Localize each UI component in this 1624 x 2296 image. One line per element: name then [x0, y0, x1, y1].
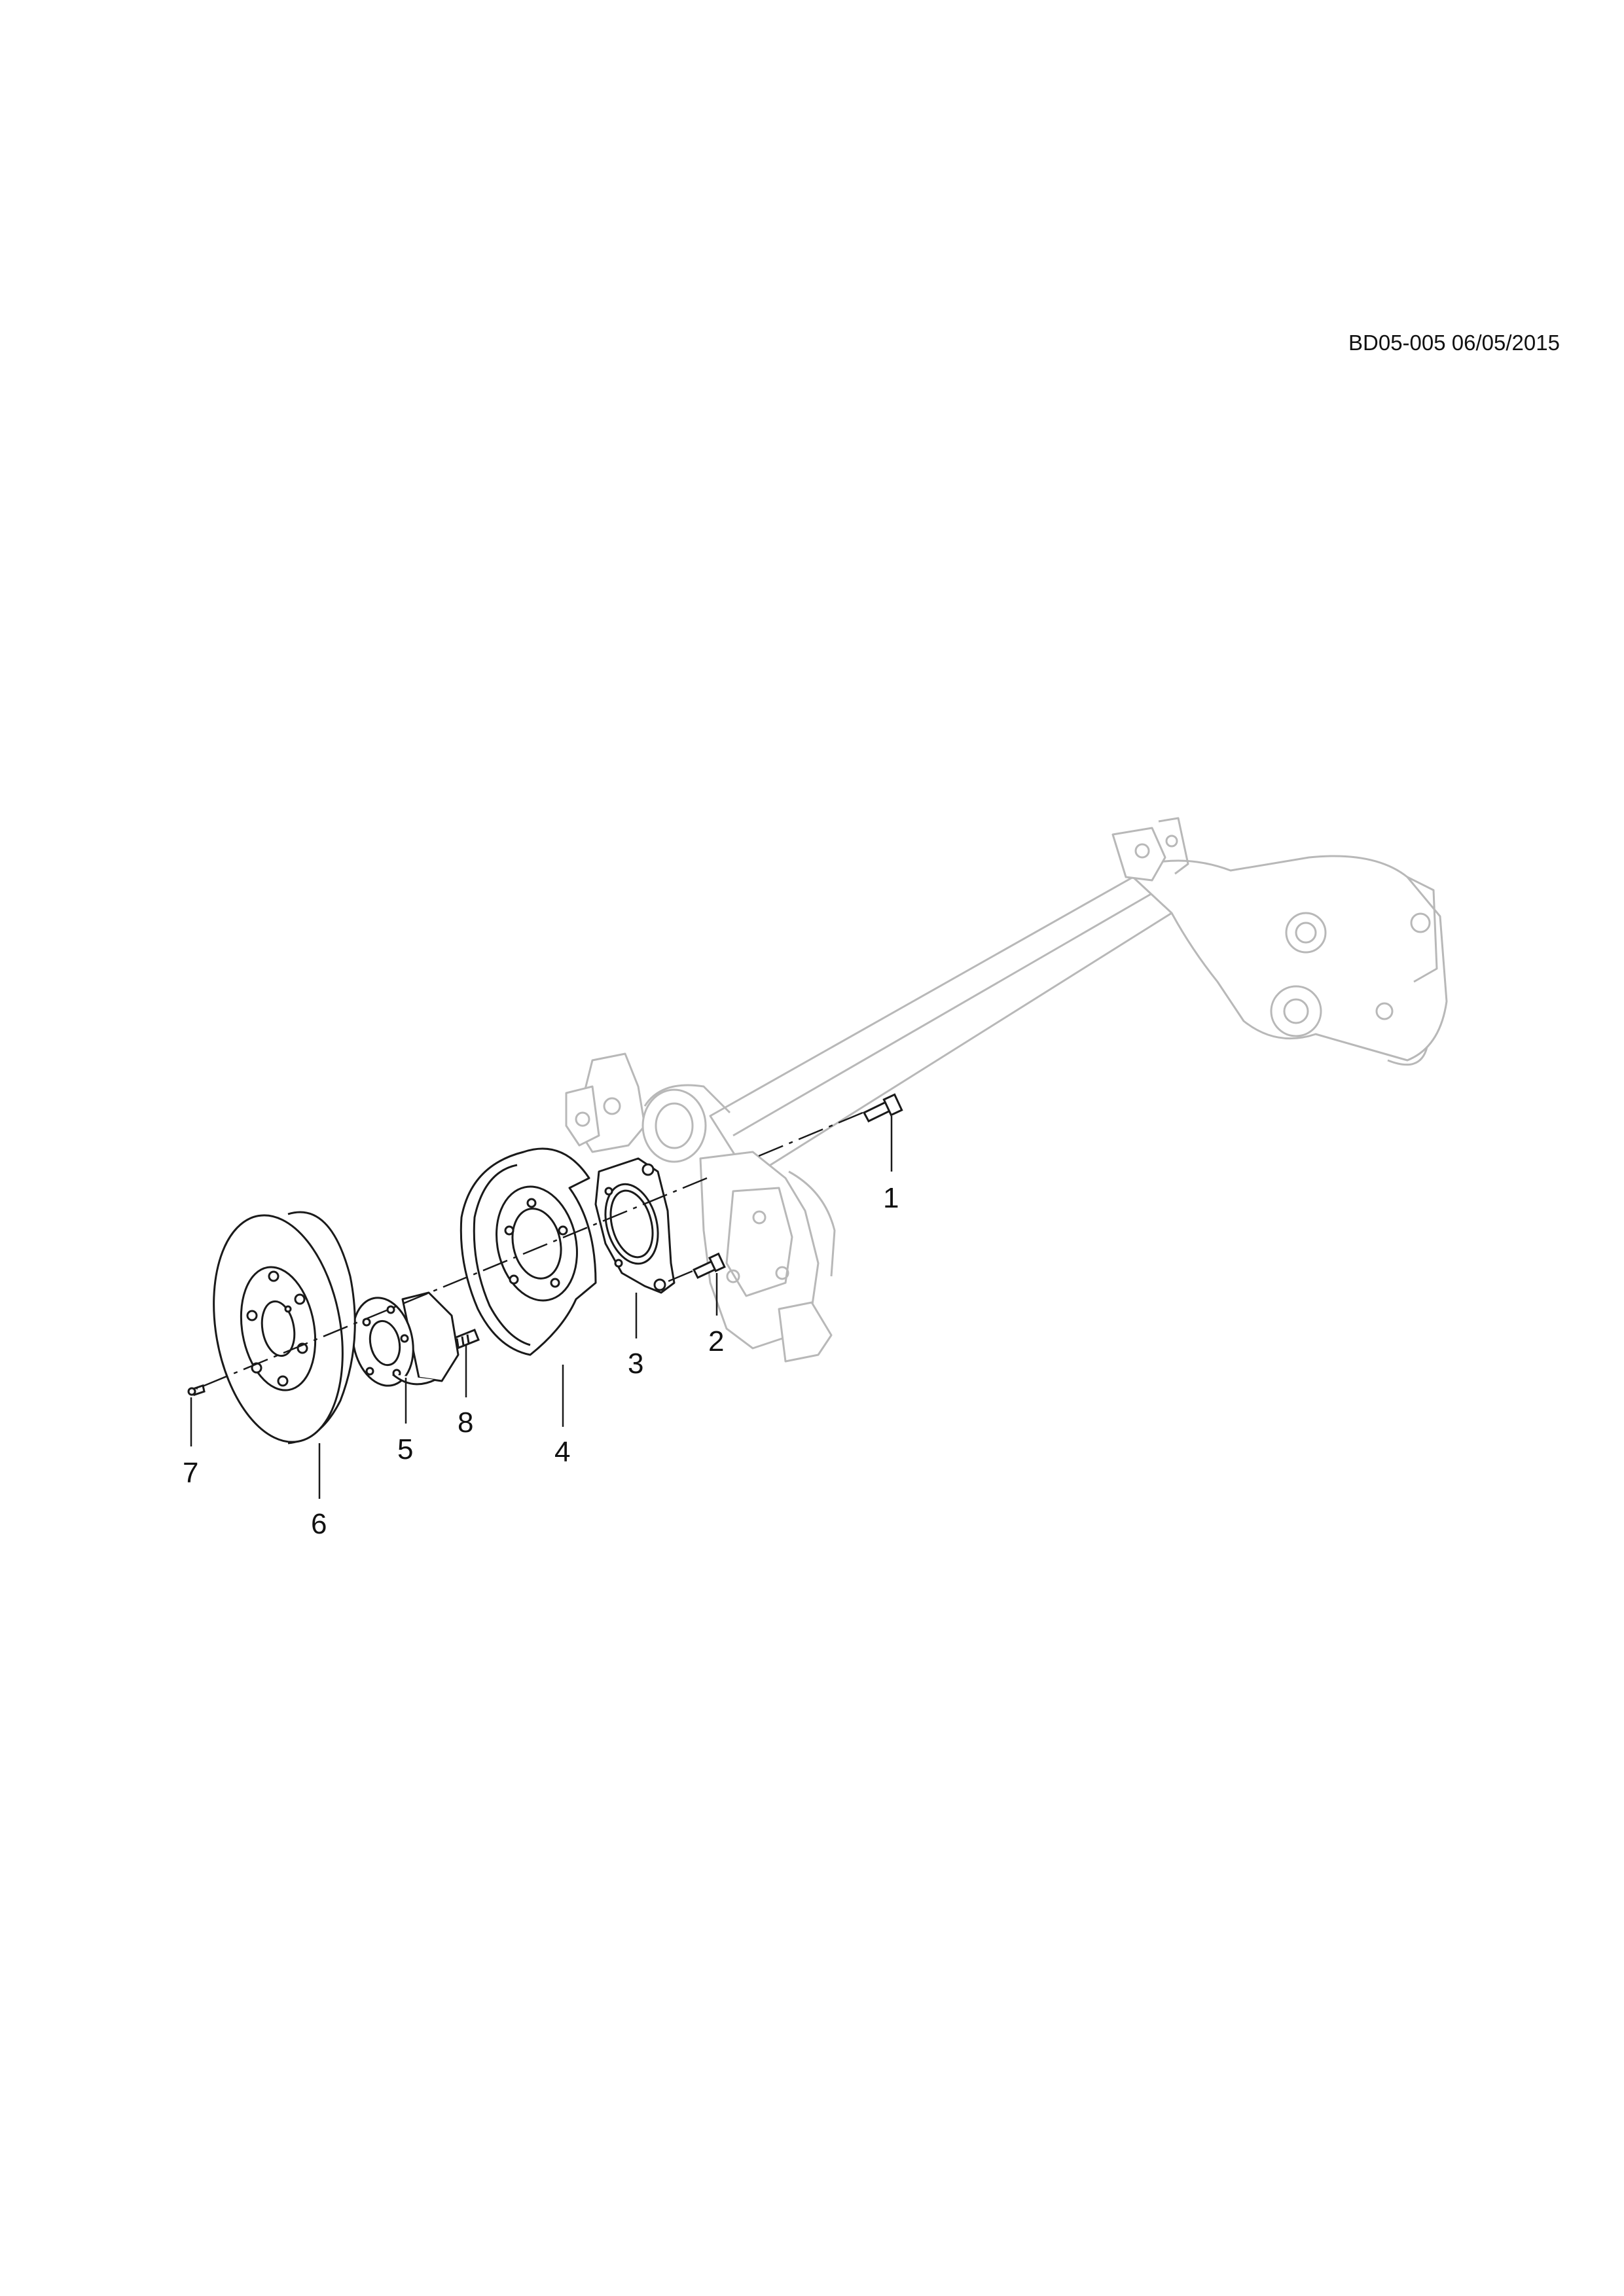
callout-8: 8: [458, 1407, 473, 1439]
part-3-bracket: [594, 1157, 676, 1294]
callout-labels: 1 2 3 4 5 6 7 8: [183, 1182, 899, 1540]
part-6-brake-disc: [213, 1211, 356, 1444]
part-5-hub-bearing: [352, 1291, 460, 1387]
drawing-reference: BD05-005 06/05/2015: [1348, 331, 1560, 355]
callout-2: 2: [708, 1325, 724, 1357]
part-2-bolt: [692, 1252, 726, 1279]
leader-lines: [190, 1116, 893, 1499]
part-1-bolt: [862, 1093, 903, 1122]
rear-axle-beam: [565, 817, 1448, 1363]
callout-4: 4: [554, 1436, 570, 1468]
callout-6: 6: [311, 1508, 327, 1540]
assembly-axis: [196, 1111, 863, 1390]
callout-1: 1: [883, 1182, 899, 1214]
callout-3: 3: [628, 1348, 643, 1380]
part-4-splash-shield: [460, 1147, 597, 1356]
part-7-screw: [187, 1384, 206, 1396]
callout-7: 7: [183, 1457, 198, 1489]
callout-5: 5: [397, 1433, 413, 1465]
